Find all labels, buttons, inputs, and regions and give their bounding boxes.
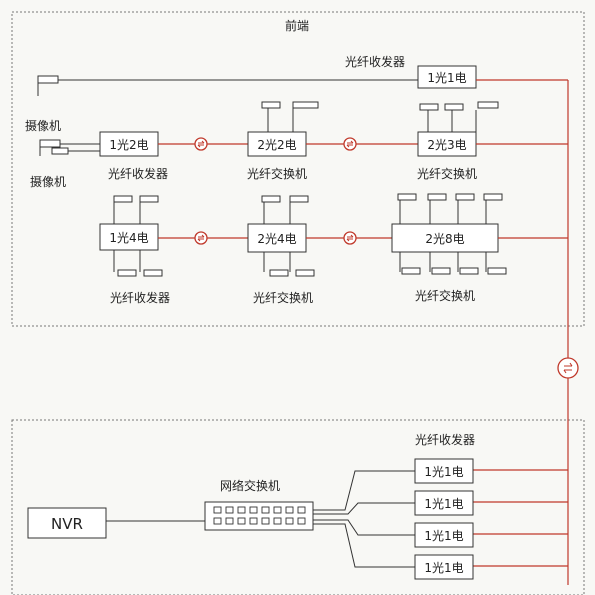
- front-end-title: 前端: [285, 18, 309, 33]
- network-switch: [204, 501, 314, 531]
- fiber-trunk: [472, 79, 569, 585]
- back-transceiver-2: [414, 490, 474, 516]
- row2-switch-b: [391, 223, 499, 253]
- back-transceiver-3-text: 1光1电: [424, 529, 463, 543]
- row1-switch-b: [417, 131, 477, 157]
- fiber-link-icon: [194, 231, 208, 245]
- fiber-link-icon: [343, 231, 357, 245]
- row2-switch-a-text: 2光4电: [257, 232, 296, 246]
- fiber-link-icon: [343, 137, 357, 151]
- fiber-link-icon: [194, 137, 208, 151]
- row2-switch-b-cameras: [397, 193, 507, 275]
- row0-transceiver-text: 1光1电: [427, 71, 466, 85]
- row1-switch-b-text: 2光3电: [427, 138, 466, 152]
- trunk-fiber-icon: [557, 357, 579, 379]
- row0-transceiver: [417, 65, 477, 89]
- back-transceiver-2-text: 1光1电: [424, 497, 463, 511]
- network-switch-label: 网络交换机: [220, 478, 280, 493]
- row2-switch-a: [247, 223, 307, 253]
- back-transceiver-4-text: 1光1电: [424, 561, 463, 575]
- row1-transceiver-text: 1光2电: [109, 138, 148, 152]
- row2-switch-a-cameras: [261, 195, 315, 277]
- row2-transceiver-text: 1光4电: [109, 231, 148, 245]
- back-transceiver-3: [414, 522, 474, 548]
- front-end-region: [11, 11, 585, 327]
- row1-switch-a-cameras: [261, 101, 319, 132]
- switch-to-transceiver-links: [313, 470, 415, 568]
- row2-switch-a-label: 光纤交换机: [253, 290, 313, 305]
- row2-transceiver: [99, 223, 159, 251]
- nvr-box: [27, 507, 107, 539]
- camera-label-1: 摄像机: [25, 118, 61, 133]
- row2-transceiver-label: 光纤收发器: [110, 290, 170, 305]
- row2-switch-b-label: 光纤交换机: [415, 288, 475, 303]
- network-switch-ports: [213, 506, 306, 525]
- row1-transceiver-label: 光纤收发器: [108, 166, 168, 181]
- back-end-region: [11, 419, 585, 595]
- row1-switch-b-label: 光纤交换机: [417, 166, 477, 181]
- row2-switch-b-text: 2光8电: [425, 232, 464, 246]
- camera-label-2: 摄像机: [30, 174, 66, 189]
- row2-transceiver-cameras: [113, 195, 163, 277]
- nvr-text: NVR: [51, 515, 83, 533]
- row1-switch-b-cameras: [419, 101, 499, 132]
- back-transceiver-1-text: 1光1电: [424, 465, 463, 479]
- row1-switch-a-label: 光纤交换机: [247, 166, 307, 181]
- back-transceiver-4: [414, 554, 474, 580]
- camera-row0: [37, 75, 418, 96]
- row1-switch-a-text: 2光2电: [257, 138, 296, 152]
- back-transceivers-label: 光纤收发器: [415, 432, 475, 447]
- row0-transceiver-label: 光纤收发器: [345, 54, 405, 69]
- camera-group-row1: [39, 139, 100, 156]
